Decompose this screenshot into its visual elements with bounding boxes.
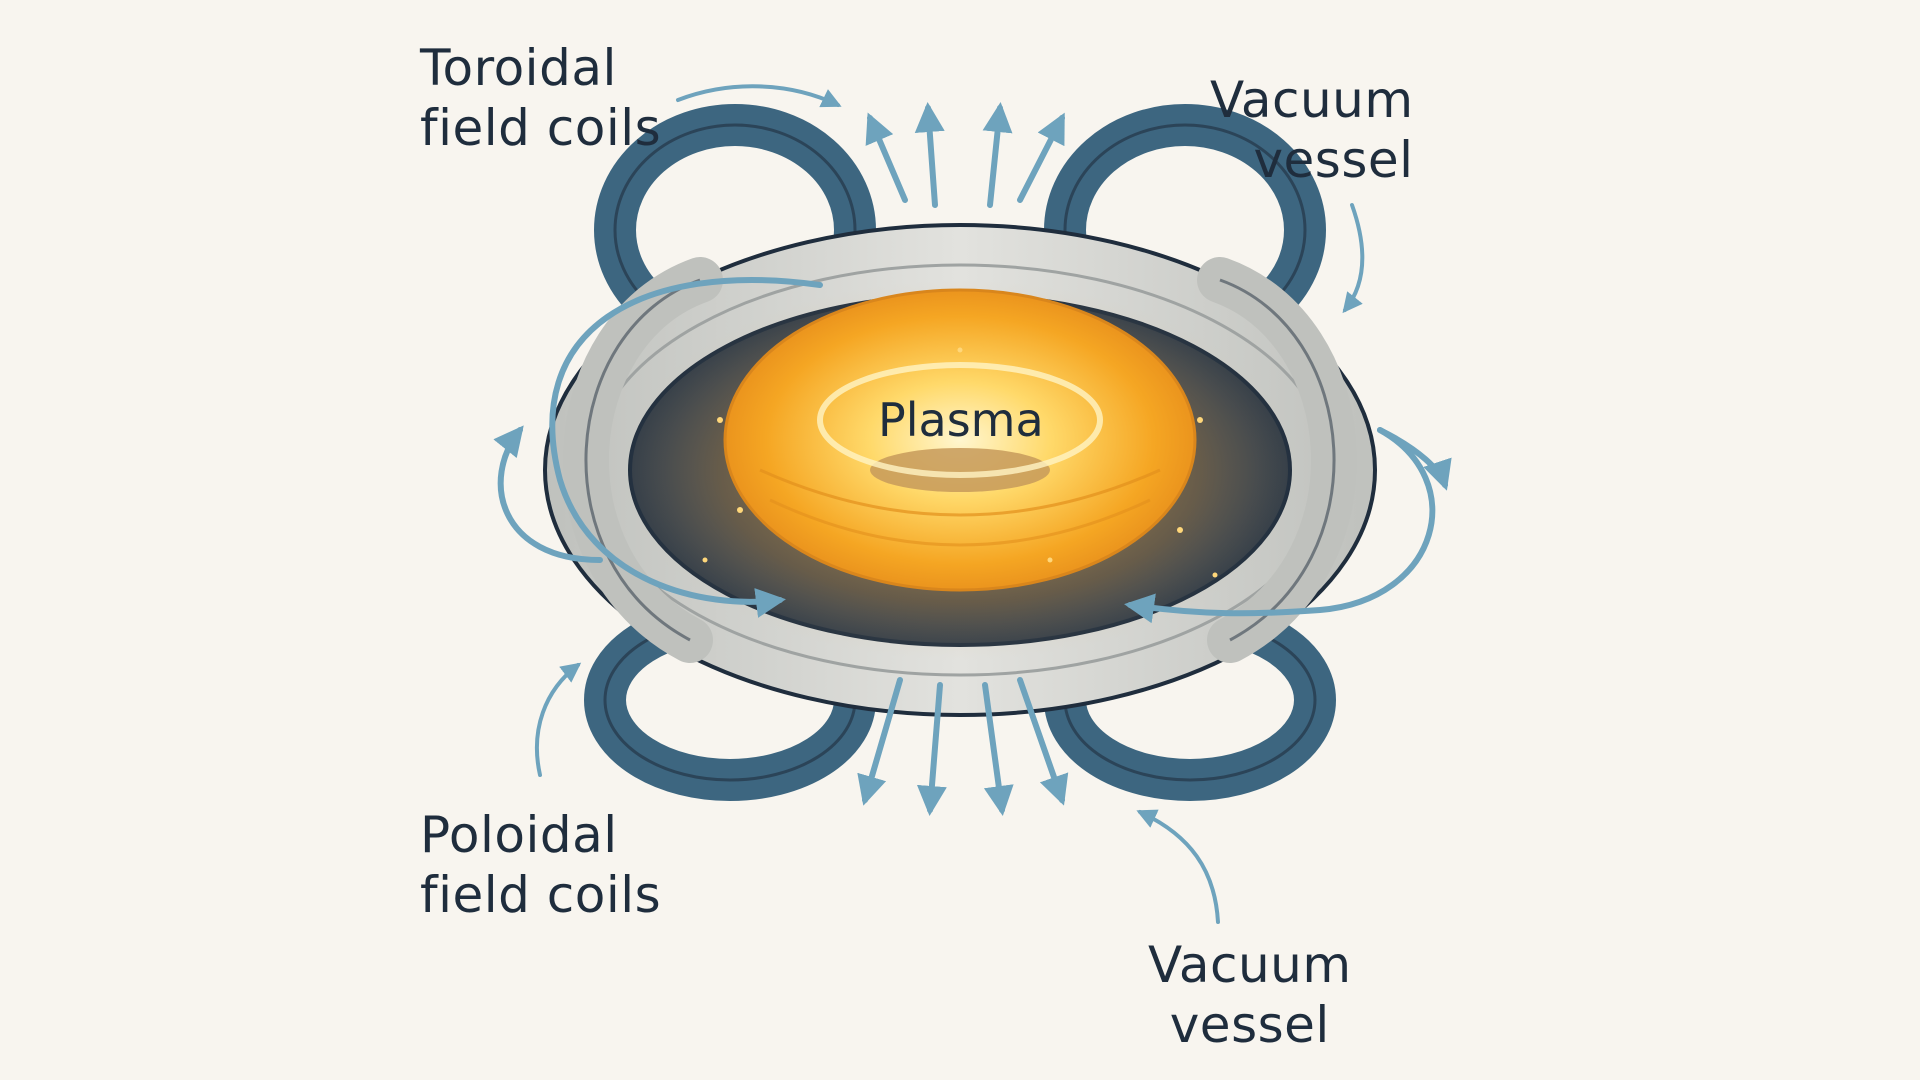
callout-arrows	[535, 84, 1365, 924]
poloidal-coil-right	[1197, 257, 1357, 663]
label-line: Vacuum	[1148, 936, 1352, 994]
field-arrows-down	[857, 677, 1069, 816]
poloidal-coil-left	[563, 257, 723, 663]
label-line: field coils	[420, 99, 662, 157]
plasma-sparkles	[702, 347, 1218, 578]
field-arrow-left-loop	[493, 277, 823, 618]
label-line: vessel	[1253, 131, 1414, 189]
label-line: Vacuum	[1210, 71, 1414, 129]
field-arrow-right-loop	[1124, 427, 1452, 624]
vacuum-vessel-label-top: Vacuum vessel	[1210, 70, 1414, 190]
poloidal-field-coils-label: Poloidal field coils	[420, 805, 661, 925]
vacuum-vessel-label-bottom: Vacuum vessel	[1148, 935, 1352, 1055]
toroidal-field-coils-label: Toroidal field coils	[420, 38, 661, 158]
label-line: vessel	[1169, 996, 1330, 1054]
label-line: Poloidal	[420, 806, 618, 864]
field-arrows-up	[865, 102, 1065, 208]
label-line: Toroidal	[420, 39, 617, 97]
label-line: field coils	[420, 866, 662, 924]
plasma-torus	[620, 280, 1300, 660]
plasma-label: Plasma	[878, 393, 1044, 447]
